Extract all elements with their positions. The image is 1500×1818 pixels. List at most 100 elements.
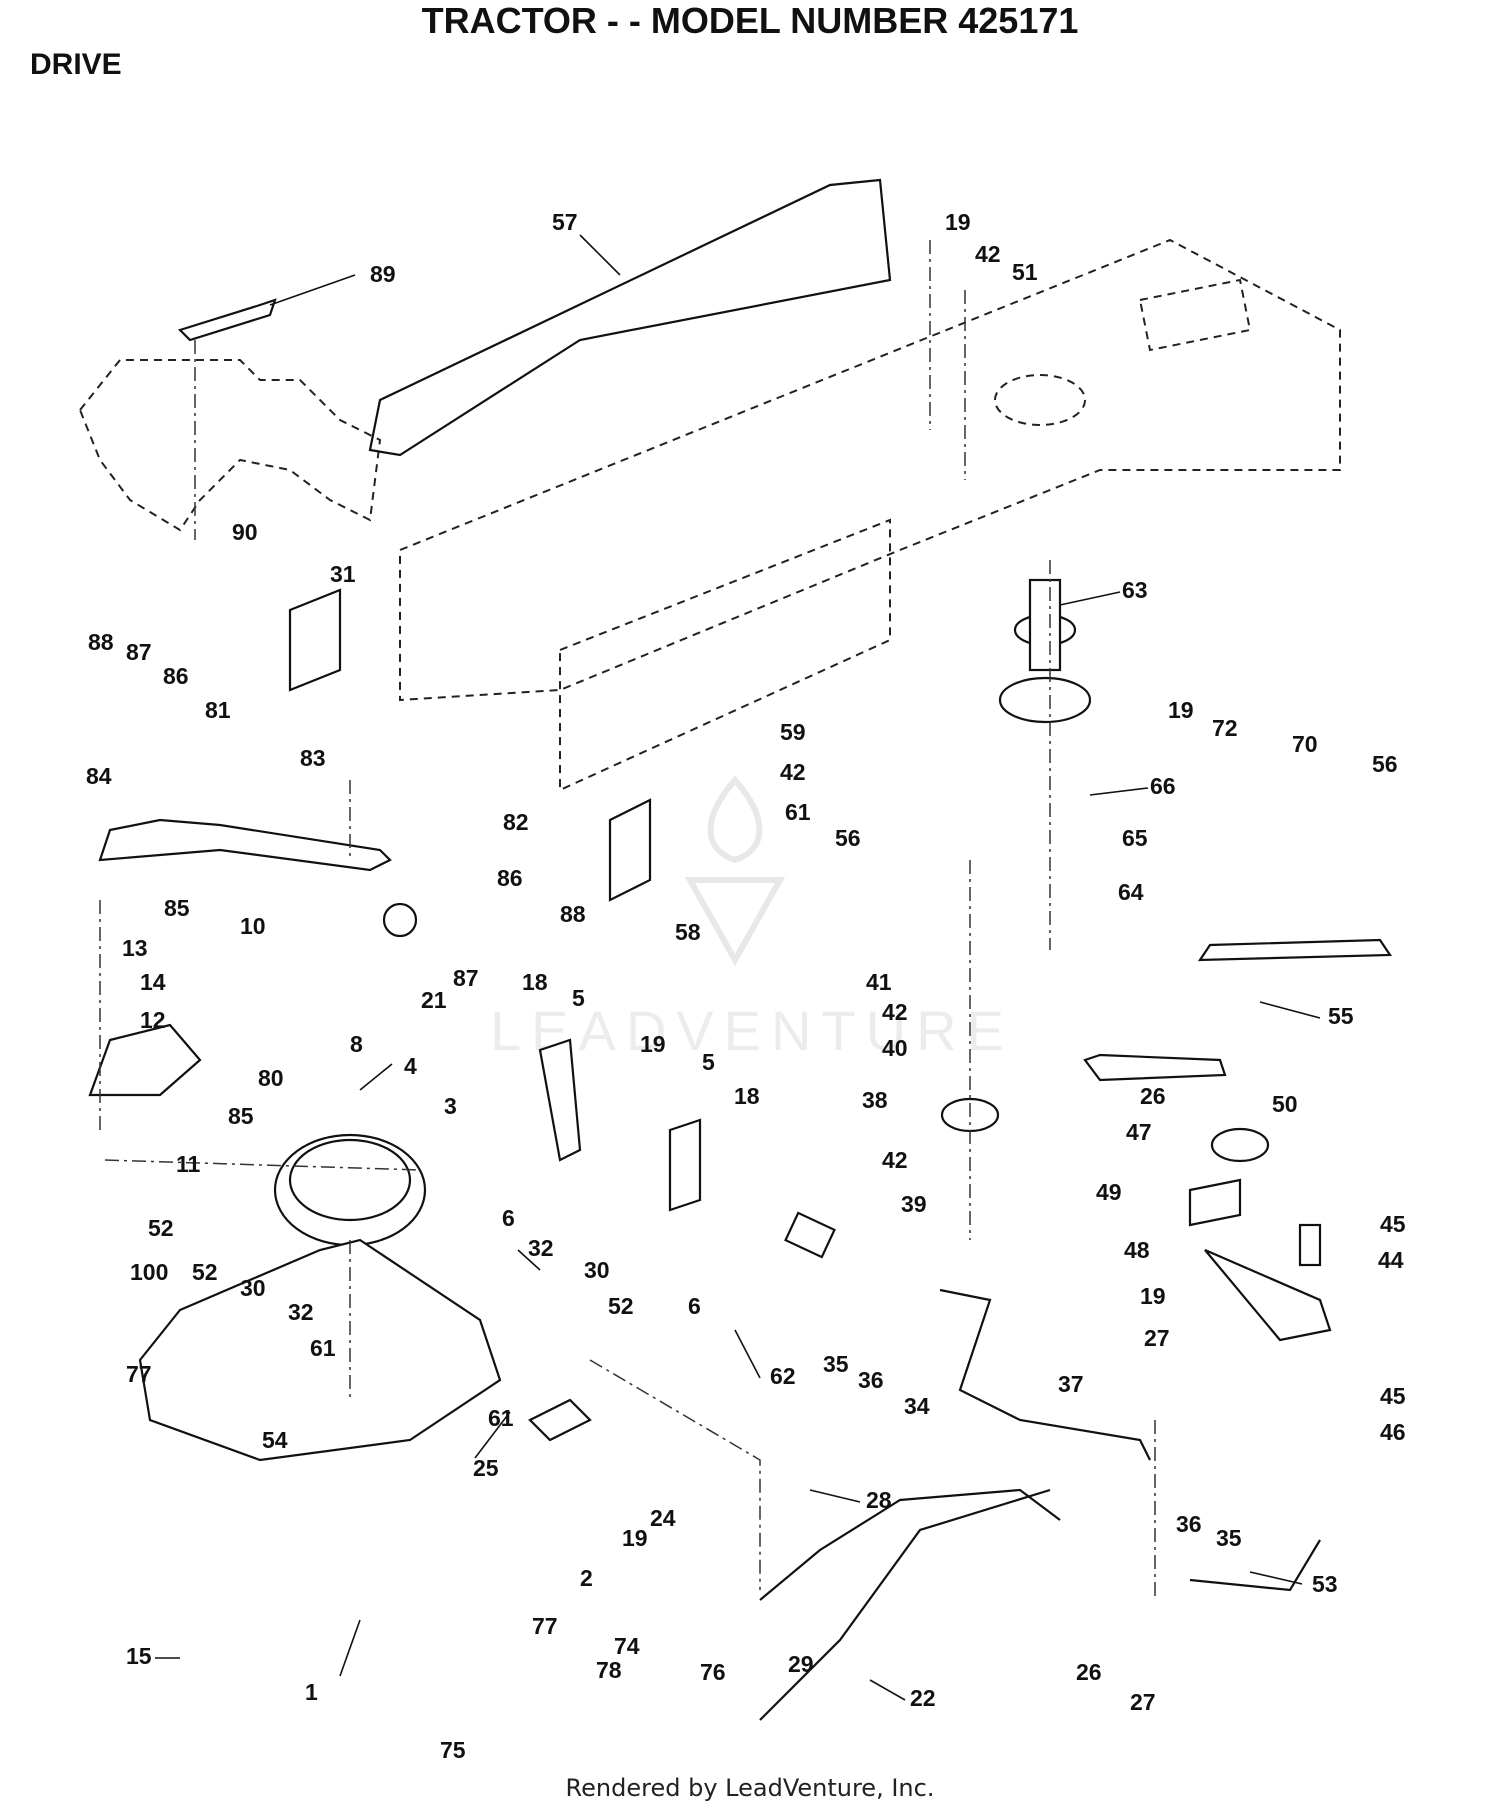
part-label: 36	[858, 1367, 884, 1393]
part-label: 45	[1380, 1211, 1406, 1237]
part-label: 88	[88, 629, 114, 655]
part-label: 50	[1272, 1091, 1298, 1117]
part-label: 87	[126, 639, 152, 665]
part-label: 32	[288, 1299, 314, 1325]
part-label: 52	[148, 1215, 174, 1241]
part-label: 22	[910, 1685, 936, 1711]
part-label: 31	[330, 561, 356, 587]
part-label: 61	[785, 799, 811, 825]
part-label: 32	[528, 1235, 554, 1261]
part-label: 58	[675, 919, 701, 945]
part-label: 42	[882, 1147, 908, 1173]
part-label: 25	[473, 1455, 499, 1481]
part-label: 27	[1130, 1689, 1156, 1715]
part-label: 4	[404, 1053, 417, 1079]
part-label: 19	[945, 209, 971, 235]
part-label: 51	[1012, 259, 1038, 285]
drive-belt	[368, 178, 892, 457]
part-label: 34	[904, 1393, 930, 1419]
part-label: 81	[205, 697, 231, 723]
part-label: 52	[192, 1259, 218, 1285]
part-label: 27	[1144, 1325, 1170, 1351]
part-label: 57	[552, 209, 578, 235]
part-label: 56	[835, 825, 861, 851]
part-label: 5	[702, 1049, 715, 1075]
part-label: 21	[421, 987, 447, 1013]
part-label: 1	[305, 1679, 318, 1705]
part-label: 75	[440, 1737, 466, 1763]
part-label: 19	[1168, 697, 1194, 723]
part-label: 65	[1122, 825, 1148, 851]
part-label: 70	[1292, 731, 1318, 757]
part-label: 45	[1380, 1383, 1406, 1409]
part-label: 10	[240, 913, 266, 939]
part-label: 84	[86, 763, 112, 789]
part-label: 3	[444, 1093, 457, 1119]
part-label: 18	[522, 969, 548, 995]
watermark-logo: LEADVENTURE	[490, 775, 1014, 1062]
part-label: 13	[122, 935, 148, 961]
part-label: 62	[770, 1363, 796, 1389]
part-label: 54	[262, 1427, 288, 1453]
part-label: 63	[1122, 577, 1148, 603]
part-label: 76	[700, 1659, 726, 1685]
part-label: 19	[622, 1525, 648, 1551]
part-label: 18	[734, 1083, 760, 1109]
part-label: 26	[1140, 1083, 1166, 1109]
part-label: 40	[882, 1035, 908, 1061]
part-label: 19	[640, 1031, 666, 1057]
part-label: 5	[572, 985, 585, 1011]
part-label: 30	[584, 1257, 610, 1283]
part-shapes	[88, 298, 1393, 1721]
part-label: 46	[1380, 1419, 1406, 1445]
part-label: 66	[1150, 773, 1176, 799]
part-label: 77	[126, 1361, 152, 1387]
part-label: 78	[596, 1657, 622, 1683]
part-label: 12	[140, 1007, 166, 1033]
callout-labels: 57 19 42 51 89 90 31 63 19 72 70 56 59 4…	[86, 209, 1406, 1763]
part-label: 28	[866, 1487, 892, 1513]
part-label: 11	[176, 1151, 201, 1177]
part-label: 6	[502, 1205, 515, 1231]
part-label: 2	[580, 1565, 593, 1591]
part-label: 8	[350, 1031, 363, 1057]
part-label: 39	[901, 1191, 927, 1217]
part-label: 82	[503, 809, 529, 835]
part-label: 72	[1212, 715, 1238, 741]
watermark-text: LEADVENTURE	[490, 999, 1014, 1062]
section-title: DRIVE	[30, 48, 122, 81]
part-label: 100	[130, 1259, 168, 1285]
part-label: 26	[1076, 1659, 1102, 1685]
part-label: 14	[140, 969, 166, 995]
part-label: 38	[862, 1087, 888, 1113]
part-label: 88	[560, 901, 586, 927]
part-label: 56	[1372, 751, 1398, 777]
part-label: 19	[1140, 1283, 1166, 1309]
part-label: 37	[1058, 1371, 1084, 1397]
part-label: 35	[823, 1351, 849, 1377]
part-label: 48	[1124, 1237, 1150, 1263]
part-label: 6	[688, 1293, 701, 1319]
part-label: 24	[650, 1505, 676, 1531]
part-label: 15	[126, 1643, 152, 1669]
part-label: 80	[258, 1065, 284, 1091]
part-label: 49	[1096, 1179, 1122, 1205]
part-label: 36	[1176, 1511, 1202, 1537]
leader-lines	[155, 234, 1321, 1701]
part-label: 86	[497, 865, 523, 891]
render-credit: Rendered by LeadVenture, Inc.	[565, 1774, 935, 1802]
part-label: 89	[370, 261, 396, 287]
part-label: 29	[788, 1651, 814, 1677]
part-label: 44	[1378, 1247, 1404, 1273]
part-label: 61	[310, 1335, 336, 1361]
part-label: 64	[1118, 879, 1144, 905]
part-label: 61	[488, 1405, 514, 1431]
part-label: 85	[228, 1103, 254, 1129]
part-label: 30	[240, 1275, 266, 1301]
part-label: 90	[232, 519, 258, 545]
part-label: 53	[1312, 1571, 1338, 1597]
part-label: 55	[1328, 1003, 1354, 1029]
page-title: TRACTOR - - MODEL NUMBER 425171	[421, 0, 1079, 41]
